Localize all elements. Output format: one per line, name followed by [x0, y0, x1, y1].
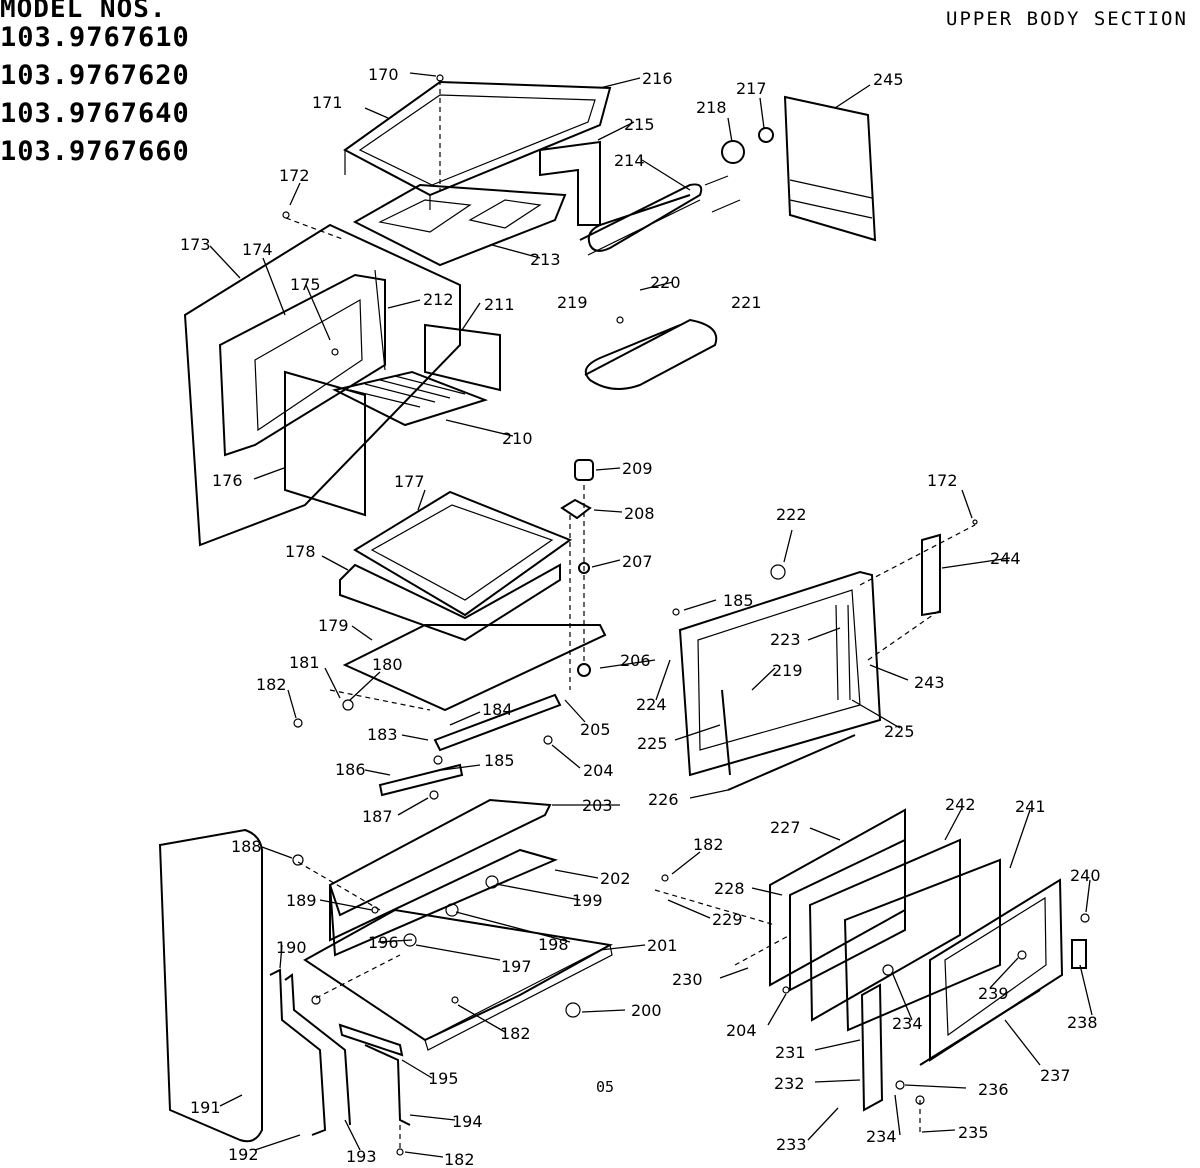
- part-label: 229: [712, 910, 743, 929]
- model-numbers-title: MODEL NOS.: [0, 0, 167, 24]
- part-label: 231: [775, 1043, 806, 1062]
- part-label: 182: [693, 835, 724, 854]
- part-label: 175: [290, 275, 321, 294]
- part-label: 233: [776, 1135, 807, 1154]
- part-label: 172: [927, 471, 958, 490]
- part-label: 207: [622, 552, 653, 571]
- part-label: 237: [1040, 1066, 1071, 1085]
- model-number: 103.9767640: [0, 98, 190, 129]
- part-label: 244: [990, 549, 1021, 568]
- part-label: 226: [648, 790, 679, 809]
- part-label: 228: [714, 879, 745, 898]
- part-label: 184: [482, 700, 513, 719]
- part-label: 209: [622, 459, 653, 478]
- part-label: 218: [696, 98, 727, 117]
- part-label: 203: [582, 796, 613, 815]
- part-label: 221: [731, 293, 762, 312]
- part-label: 225: [637, 734, 668, 753]
- part-label: 182: [256, 675, 287, 694]
- part-label: 206: [620, 651, 651, 670]
- part-label: 170: [368, 65, 399, 84]
- part-label: 238: [1067, 1013, 1098, 1032]
- part-label: 215: [624, 115, 655, 134]
- part-label: 211: [484, 295, 515, 314]
- part-label: 176: [212, 471, 243, 490]
- part-label: 222: [776, 505, 807, 524]
- part-label: 194: [452, 1112, 483, 1131]
- part-label: 199: [572, 891, 603, 910]
- part-label: 174: [242, 240, 273, 259]
- part-label: 171: [312, 93, 343, 112]
- model-number: 103.9767610: [0, 22, 190, 53]
- part-number-labels: 170 171 172 173 174 175 216 217 218 245 …: [180, 65, 1101, 1168]
- part-label: 186: [335, 760, 366, 779]
- part-label: 210: [502, 429, 533, 448]
- part-label: 202: [600, 869, 631, 888]
- part-label: 190: [276, 938, 307, 957]
- part-label: 181: [289, 653, 320, 672]
- section-title: UPPER BODY SECTION: [946, 8, 1188, 30]
- part-label: 227: [770, 818, 801, 837]
- part-label: 235: [958, 1123, 989, 1142]
- part-label: 213: [530, 250, 561, 269]
- part-label: 189: [286, 891, 317, 910]
- part-label: 239: [978, 984, 1009, 1003]
- part-label: 205: [580, 720, 611, 739]
- part-label: 172: [279, 166, 310, 185]
- part-label: 240: [1070, 866, 1101, 885]
- part-label: 193: [346, 1147, 377, 1166]
- part-label: 185: [484, 751, 515, 770]
- part-label: 204: [726, 1021, 757, 1040]
- part-label: 197: [501, 957, 532, 976]
- part-label: 225: [884, 722, 915, 741]
- page-code: 05: [596, 1078, 615, 1096]
- part-label: 230: [672, 970, 703, 989]
- part-label: 173: [180, 235, 211, 254]
- part-label: 212: [423, 290, 454, 309]
- part-label: 216: [642, 69, 673, 88]
- part-label: 200: [631, 1001, 662, 1020]
- part-label: 204: [583, 761, 614, 780]
- part-label: 208: [624, 504, 655, 523]
- part-label: 183: [367, 725, 398, 744]
- part-label: 182: [500, 1024, 531, 1043]
- part-label: 224: [636, 695, 667, 714]
- part-label: 241: [1015, 797, 1046, 816]
- part-label: 219: [772, 661, 803, 680]
- part-label: 185: [723, 591, 754, 610]
- part-label: 220: [650, 273, 681, 292]
- part-label: 236: [978, 1080, 1009, 1099]
- part-label: 187: [362, 807, 393, 826]
- part-label: 223: [770, 630, 801, 649]
- model-number: 103.9767660: [0, 136, 190, 167]
- part-label: 214: [614, 151, 645, 170]
- part-label: 242: [945, 795, 976, 814]
- model-number: 103.9767620: [0, 60, 190, 91]
- part-label: 234: [892, 1014, 923, 1033]
- part-label: 191: [190, 1098, 221, 1117]
- part-label: 198: [538, 935, 569, 954]
- part-label: 177: [394, 472, 425, 491]
- part-label: 179: [318, 616, 349, 635]
- part-label: 178: [285, 542, 316, 561]
- part-label: 232: [774, 1074, 805, 1093]
- part-label: 201: [647, 936, 678, 955]
- part-label: 217: [736, 79, 767, 98]
- part-label: 243: [914, 673, 945, 692]
- part-label: 234: [866, 1127, 897, 1146]
- part-label: 245: [873, 70, 904, 89]
- diagram-parts-linework: [158, 72, 1093, 1158]
- part-label: 182: [444, 1150, 475, 1168]
- part-label: 196: [368, 933, 399, 952]
- part-label: 195: [428, 1069, 459, 1088]
- part-label: 192: [228, 1145, 259, 1164]
- part-label: 219: [557, 293, 588, 312]
- part-label: 188: [231, 837, 262, 856]
- part-label: 180: [372, 655, 403, 674]
